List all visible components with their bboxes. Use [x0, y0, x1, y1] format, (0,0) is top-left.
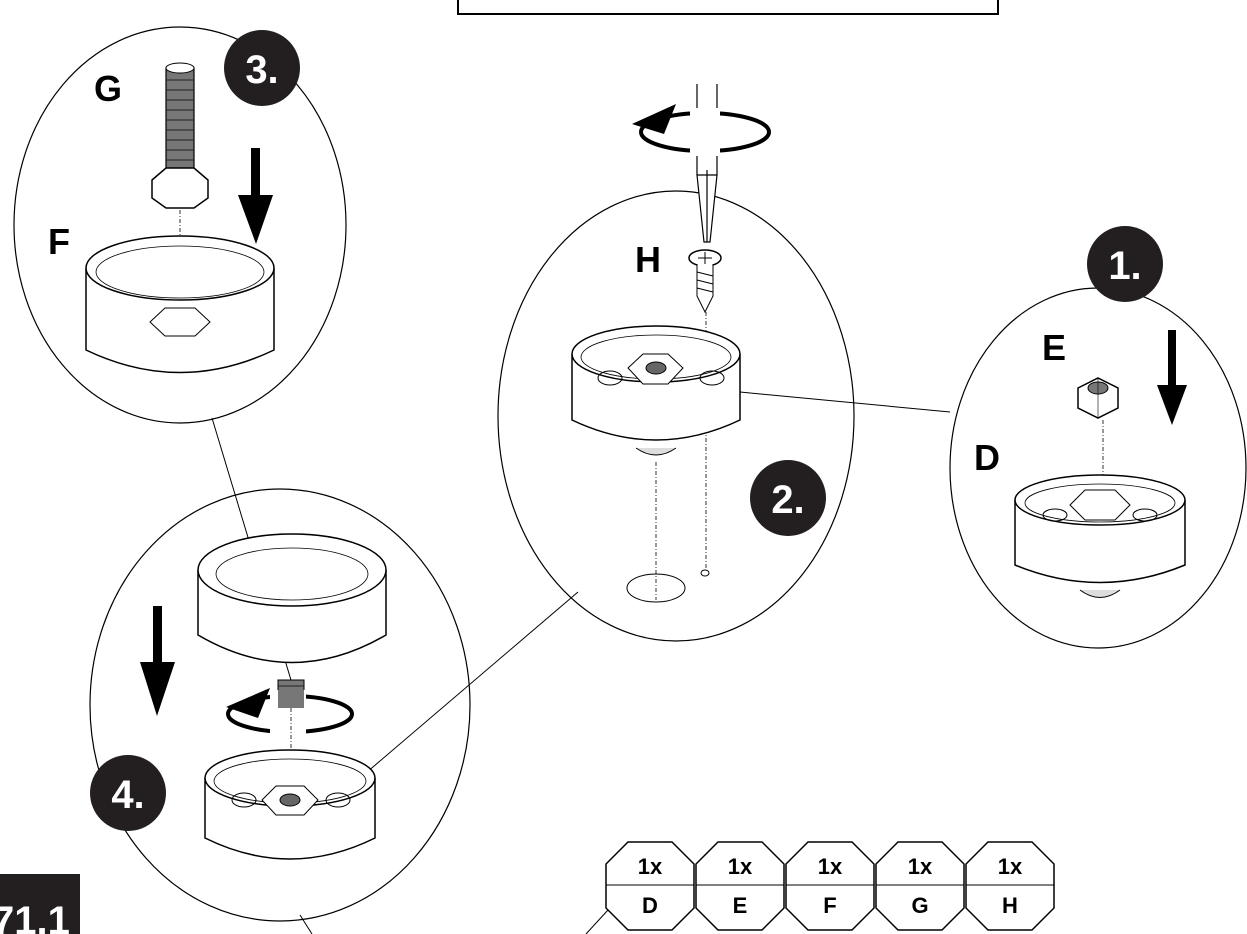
- parts-qty: 1x: [728, 854, 753, 879]
- parts-item-g: 1x G: [875, 841, 965, 931]
- step-3-detail: G F 3.: [13, 26, 347, 424]
- rotate-arrow-icon: [632, 104, 771, 156]
- parts-item-f: 1x F: [785, 841, 875, 931]
- step-4-bubble: [89, 488, 471, 922]
- screwdriver-icon: [696, 84, 718, 243]
- floor-hole: [626, 573, 686, 603]
- step-3-label: 3.: [245, 48, 278, 92]
- parts-qty: 1x: [818, 854, 843, 879]
- cup-icon: [571, 325, 741, 456]
- step-4-detail: 4.: [89, 488, 471, 922]
- pilot-hole: [700, 569, 710, 577]
- parts-list: 1x D 1x E 1x F 1x G 1x H: [605, 841, 1055, 931]
- step-4-label: 4.: [111, 773, 144, 817]
- step-1-label: 1.: [1108, 244, 1141, 288]
- page-number: 71.1: [0, 899, 70, 934]
- parts-letter: H: [1002, 893, 1018, 918]
- top-frame: [457, 0, 999, 15]
- parts-qty: 1x: [638, 854, 663, 879]
- parts-item-h: 1x H: [965, 841, 1055, 931]
- parts-letter: E: [733, 893, 748, 918]
- down-arrow-icon: [1157, 330, 1187, 425]
- parts-letter: G: [911, 893, 928, 918]
- parts-item-e: 1x E: [695, 841, 785, 931]
- part-label-h: H: [635, 239, 661, 280]
- part-label-d: D: [974, 437, 1000, 478]
- cup-d-icon: [1014, 474, 1186, 598]
- part-label-g: G: [94, 68, 122, 109]
- parts-letter: F: [823, 893, 836, 918]
- cup-f-icon: [85, 235, 275, 374]
- parts-qty: 1x: [998, 854, 1023, 879]
- step-3-bubble: [13, 26, 347, 424]
- screw-h-icon: [688, 249, 722, 314]
- bolt-g-icon: [151, 62, 209, 209]
- parts-item-d: 1x D: [605, 841, 695, 931]
- part-label-f: F: [48, 221, 70, 262]
- down-arrow-icon: [238, 148, 273, 244]
- step-3-badge: [224, 30, 300, 106]
- cap-icon: [197, 533, 387, 664]
- down-arrow-icon: [140, 606, 175, 716]
- step-2-badge: [750, 460, 826, 536]
- step-4-badge: [90, 755, 166, 831]
- part-label-e: E: [1042, 327, 1066, 368]
- step-1-badge: [1087, 226, 1163, 302]
- step-2-bubble: [497, 190, 855, 642]
- rotate-arrow-icon: [226, 688, 354, 738]
- parts-letter: D: [642, 893, 658, 918]
- step-2-detail: H 2.: [497, 84, 855, 642]
- parts-qty: 1x: [908, 854, 933, 879]
- cup-icon: [204, 749, 376, 860]
- step-1-detail: E D 1.: [949, 226, 1247, 649]
- nut-e-icon: [1077, 377, 1119, 419]
- step-2-label: 2.: [771, 478, 804, 522]
- page-tab: 71.1: [0, 874, 80, 934]
